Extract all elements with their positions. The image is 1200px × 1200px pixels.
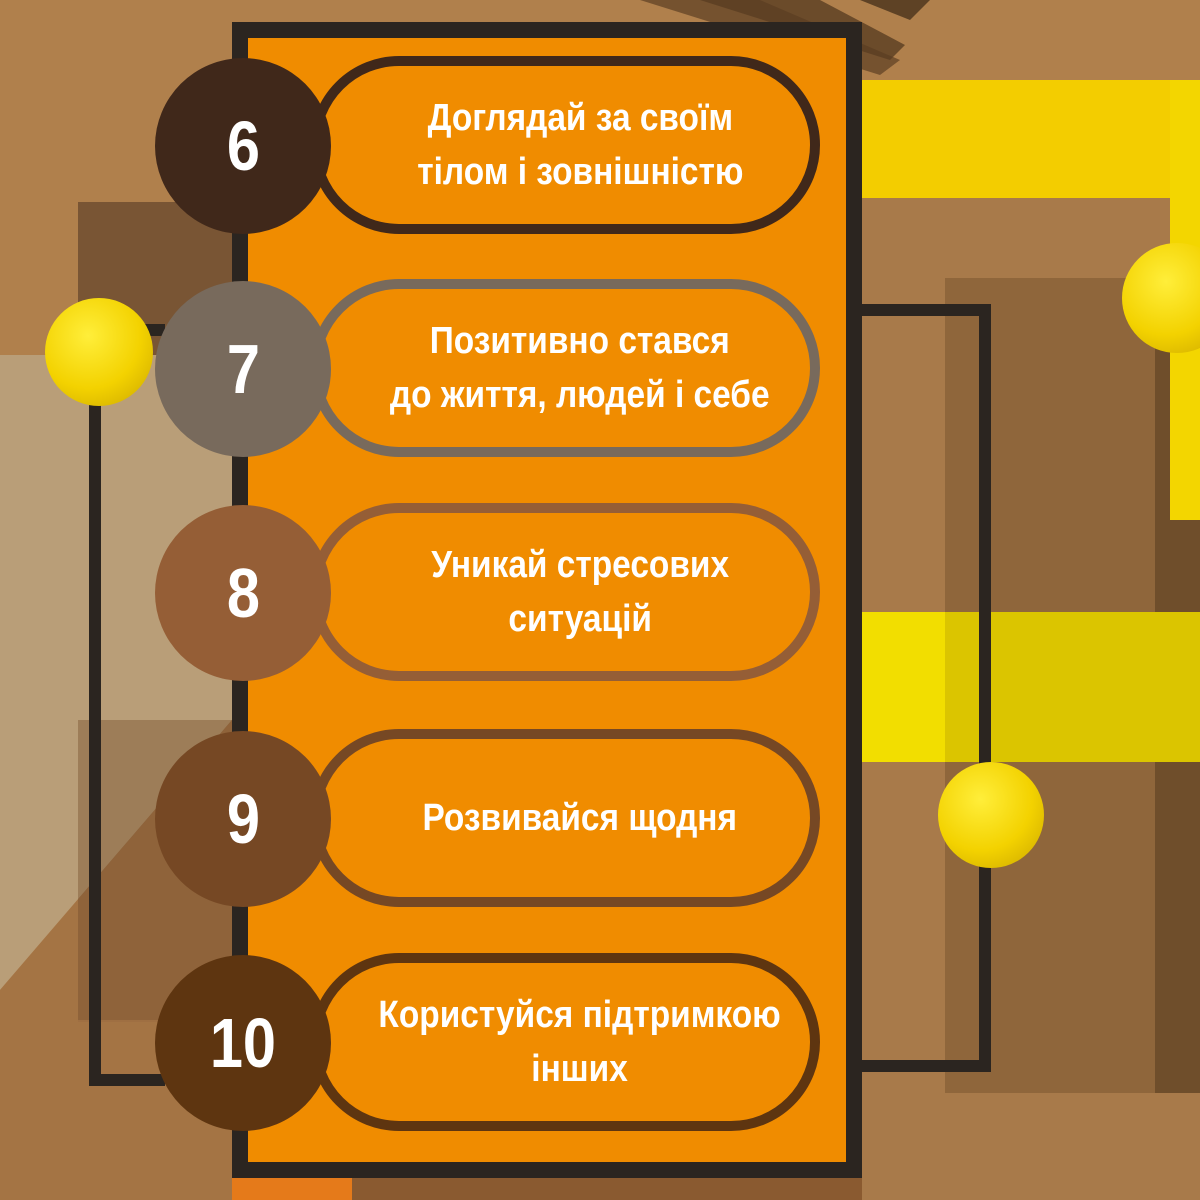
tip-pill: Позитивно стався до життя, людей і себе bbox=[310, 279, 820, 457]
tip-text: Уникай стресових ситуацій bbox=[431, 544, 729, 640]
tip-pill: Розвивайся щодня bbox=[310, 729, 820, 907]
tip-text: Доглядай за своїм тілом і зовнішністю bbox=[416, 97, 744, 193]
list-item-6: Доглядай за своїм тілом і зовнішністю 6 bbox=[0, 50, 1200, 240]
list-item-10: Користуйся підтримкою інших 10 bbox=[0, 947, 1200, 1137]
number-badge: 6 bbox=[155, 58, 331, 234]
number-badge: 7 bbox=[155, 281, 331, 457]
number-badge: 10 bbox=[155, 955, 331, 1131]
tip-number: 6 bbox=[226, 107, 260, 185]
yellow-ball-right-top bbox=[1122, 243, 1200, 353]
yellow-ball-left bbox=[45, 298, 153, 406]
list-item-8: Уникай стресових ситуацій 8 bbox=[0, 497, 1200, 687]
tip-pill: Доглядай за своїм тілом і зовнішністю bbox=[310, 56, 820, 234]
list-item-9: Розвивайся щодня 9 bbox=[0, 723, 1200, 913]
tip-pill: Користуйся підтримкою інших bbox=[310, 953, 820, 1131]
tip-number: 8 bbox=[226, 554, 260, 632]
tip-number: 9 bbox=[226, 780, 260, 858]
yellow-ball-right-bottom bbox=[938, 762, 1044, 868]
number-badge: 9 bbox=[155, 731, 331, 907]
tip-number: 7 bbox=[226, 330, 260, 408]
number-badge: 8 bbox=[155, 505, 331, 681]
tip-pill: Уникай стресових ситуацій bbox=[310, 503, 820, 681]
tip-number: 10 bbox=[209, 1004, 277, 1082]
list-item-7: Позитивно стався до життя, людей і себе … bbox=[0, 273, 1200, 463]
tip-text: Користуйся підтримкою інших bbox=[378, 994, 782, 1090]
tip-text: Розвивайся щодня bbox=[422, 797, 738, 839]
tip-text: Позитивно стався до життя, людей і себе bbox=[390, 320, 770, 416]
